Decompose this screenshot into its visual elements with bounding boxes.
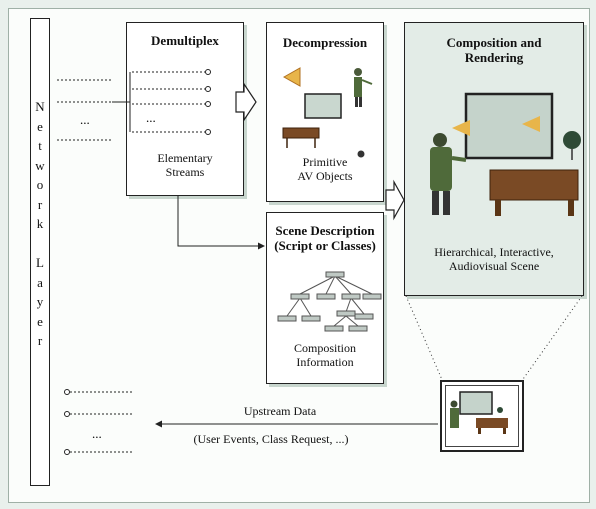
demux-fan <box>112 72 131 132</box>
projection-lines <box>405 295 583 383</box>
elementary-line: Elementary <box>157 151 213 165</box>
information-line: Information <box>296 355 354 369</box>
composition-information-label: Composition Information <box>267 341 383 369</box>
outgoing-upstream-lines <box>70 391 132 453</box>
demux-to-scene-connector <box>177 196 265 250</box>
primitive-av-objects-label: Primitive AV Objects <box>267 155 383 183</box>
composition-rendering-box: Composition and Rendering Hierarchical, … <box>404 22 584 296</box>
network-letter: r <box>37 333 43 348</box>
composition-line: Composition <box>293 341 356 355</box>
elementary-streams-label: Elementary Streams <box>127 151 243 179</box>
network-letter: y <box>36 294 44 309</box>
network-letter: L <box>36 255 44 270</box>
demultiplex-box: Demultiplex Elementary Streams <box>126 22 244 196</box>
preview-pictogram <box>450 391 508 434</box>
network-layer-label: N e t w o r k L a y e r <box>31 97 49 351</box>
network-letter: o <box>36 177 44 192</box>
upstream-data-label: Upstream Data <box>243 404 317 418</box>
network-letter: e <box>37 313 43 329</box>
upstream-sublabel: (User Events, Class Request, ...) <box>193 432 349 446</box>
outgoing-end-circles <box>64 389 70 455</box>
stream-ellipsis: ... <box>146 110 156 125</box>
decompression-box: Decompression Primitive AV Objects <box>266 22 384 202</box>
scene-caption-line1: Hierarchical, Interactive, <box>434 245 554 259</box>
elementary-stream-lines <box>132 71 205 133</box>
network-letter: t <box>38 138 42 153</box>
to-composition-arrow <box>385 179 405 221</box>
scene-caption-line2: Audiovisual Scene <box>448 259 540 273</box>
network-letter: a <box>37 274 43 290</box>
streams-line: Streams <box>165 165 205 179</box>
network-letter: k <box>36 216 44 231</box>
demultiplex-title: Demultiplex <box>151 33 219 48</box>
composition-title: Composition and Rendering <box>405 35 583 65</box>
network-letter: N <box>35 99 45 114</box>
network-letter: r <box>37 196 43 212</box>
decompression-title: Decompression <box>282 35 368 50</box>
scene-title-line1: Scene Description <box>275 223 375 238</box>
scene-title-line2: (Script or Classes) <box>274 238 376 253</box>
outgoing-ellipsis: ... <box>92 426 102 441</box>
av-objects-line: AV Objects <box>297 169 353 183</box>
network-letter: e <box>37 118 43 134</box>
primitive-objects-pictogram <box>282 67 373 158</box>
stream-end-circles <box>205 69 211 135</box>
composition-title-line1: Composition and <box>446 35 542 50</box>
composed-scene-pictogram <box>430 92 581 216</box>
demux-to-decompression-arrow <box>235 82 257 122</box>
composition-title-line2: Rendering <box>464 50 524 65</box>
network-layer-bar: N e t w o r k L a y e r <box>30 18 50 486</box>
scene-description-title: Scene Description (Script or Classes) <box>267 223 383 253</box>
scene-graph-tree <box>277 271 382 332</box>
primitive-line: Primitive <box>302 155 348 169</box>
incoming-ellipsis: ... <box>80 112 90 127</box>
incoming-streams <box>57 79 112 141</box>
audiovisual-scene-label: Hierarchical, Interactive, Audiovisual S… <box>405 245 583 273</box>
network-letter: w <box>35 157 45 173</box>
